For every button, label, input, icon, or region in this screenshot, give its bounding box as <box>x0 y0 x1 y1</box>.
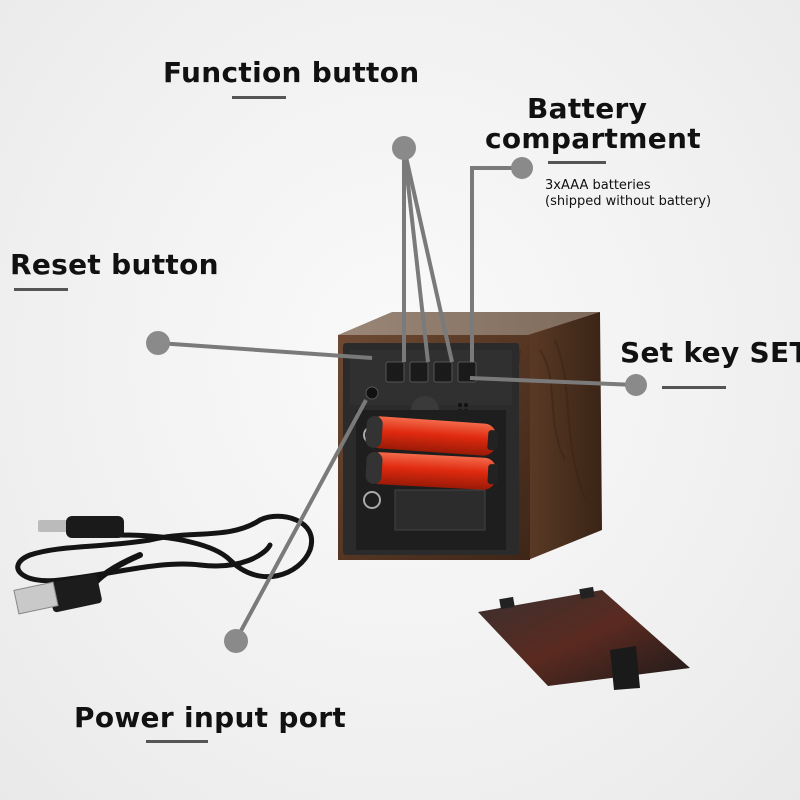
callout-lines <box>157 147 637 641</box>
reset-button-label: Reset button <box>10 248 219 281</box>
battery-lid <box>478 586 690 690</box>
battery-compartment-underline <box>548 161 606 164</box>
reset-button-dot <box>146 331 170 355</box>
dc-plug <box>38 516 124 538</box>
set-key-underline <box>662 386 726 389</box>
reset-button-underline <box>14 288 68 291</box>
function-button-label: Function button <box>163 56 420 89</box>
clock-cube <box>338 312 602 560</box>
set-key-dot <box>625 374 647 396</box>
battery-compartment-label-line1: Battery <box>527 92 648 125</box>
power-input-underline <box>146 740 208 743</box>
battery-note-line1: 3xAAA batteries <box>545 178 651 193</box>
reset-hole <box>365 386 379 400</box>
battery-note-line2: (shipped without battery) <box>545 194 712 209</box>
battery-compartment-dot <box>511 157 533 179</box>
function-button-dot <box>392 136 416 160</box>
function-button-underline <box>232 96 286 99</box>
usb-plug <box>13 573 102 615</box>
set-key-label: Set key SET <box>620 336 800 369</box>
battery-compartment-label-line2: compartment <box>485 122 701 155</box>
callout-dots <box>146 136 647 653</box>
power-input-port-label: Power input port <box>74 701 347 734</box>
power-input-dot <box>224 629 248 653</box>
batteries <box>365 415 499 490</box>
function-buttons <box>385 361 477 383</box>
